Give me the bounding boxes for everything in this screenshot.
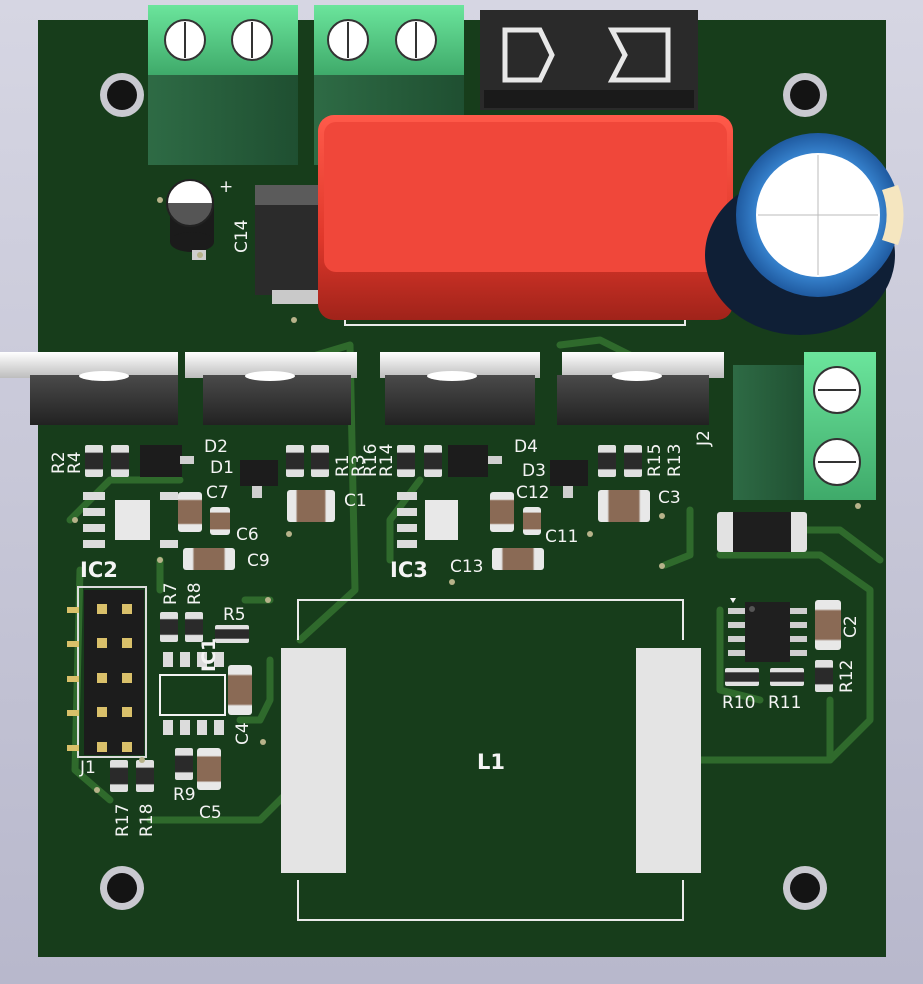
label-l1: L1: [477, 750, 505, 774]
label-j2: J2: [694, 430, 714, 447]
label-r4: R4: [65, 451, 85, 474]
label-c3: C3: [658, 488, 681, 508]
label-c6: C6: [236, 525, 259, 545]
label-r1: R1: [333, 454, 353, 477]
label-r16: R16: [361, 444, 381, 477]
black-connector: [480, 10, 698, 110]
film-capacitor: [318, 115, 733, 326]
c14-plus-sign: +: [219, 177, 233, 197]
sot-diodes: [140, 445, 588, 498]
to220-transistor-1: [0, 352, 178, 425]
vias: [72, 197, 861, 793]
label-c13: C13: [450, 557, 484, 577]
silkscreen-labels: IC2 IC3 L1 J1 IC1 J2 C1 C2 C3 C4 C5 C6 C…: [49, 219, 861, 837]
label-c11: C11: [545, 527, 579, 547]
to220-transistor-4: [557, 352, 724, 425]
label-c2: C2: [841, 615, 861, 638]
label-d1: D1: [210, 458, 234, 478]
ic1-package: [159, 652, 226, 735]
label-c9: C9: [247, 551, 270, 571]
label-c12: C12: [516, 483, 550, 503]
label-d4: D4: [514, 437, 538, 457]
electrolytic-capacitor-c14: +: [166, 177, 233, 260]
ic2-package: [83, 492, 178, 548]
inductor-l1: [281, 599, 701, 921]
label-r5: R5: [223, 605, 246, 625]
soic8-right: [728, 598, 807, 662]
label-r18: R18: [137, 804, 157, 837]
label-r13: R13: [665, 444, 685, 477]
label-c7: C7: [206, 483, 229, 503]
ic3-package: [397, 492, 458, 548]
to220-transistor-2: [185, 352, 357, 425]
label-j1: J1: [79, 758, 96, 778]
label-r17: R17: [113, 804, 133, 837]
label-ic1: IC1: [198, 638, 220, 672]
to220-transistor-3: [380, 352, 540, 425]
terminal-block-top-left: [148, 5, 298, 165]
label-c1: C1: [344, 491, 367, 511]
label-r3: R3: [349, 454, 369, 477]
label-r15: R15: [645, 444, 665, 477]
label-r14: R14: [377, 444, 397, 477]
label-d2: D2: [204, 437, 228, 457]
mounting-holes: [100, 73, 827, 910]
terminal-block-j2: [733, 352, 876, 500]
label-c5: C5: [199, 803, 222, 823]
label-r2: R2: [49, 451, 69, 474]
label-r7: R7: [161, 582, 181, 605]
smd-resistors: [85, 445, 833, 792]
label-r10: R10: [722, 693, 755, 713]
label-r8: R8: [185, 582, 205, 605]
label-ic2: IC2: [80, 558, 118, 582]
smd-capacitors: [178, 490, 841, 790]
smd-power-resistor: [717, 512, 807, 552]
label-c4: C4: [233, 722, 253, 745]
label-d3: D3: [522, 461, 546, 481]
label-r11: R11: [768, 693, 801, 713]
label-c14: C14: [232, 219, 252, 253]
pin-header-j1: [67, 586, 147, 758]
label-ic3: IC3: [390, 558, 428, 582]
label-r9: R9: [173, 785, 196, 805]
electrolytic-capacitor-large: [705, 133, 904, 335]
label-r12: R12: [837, 660, 857, 693]
